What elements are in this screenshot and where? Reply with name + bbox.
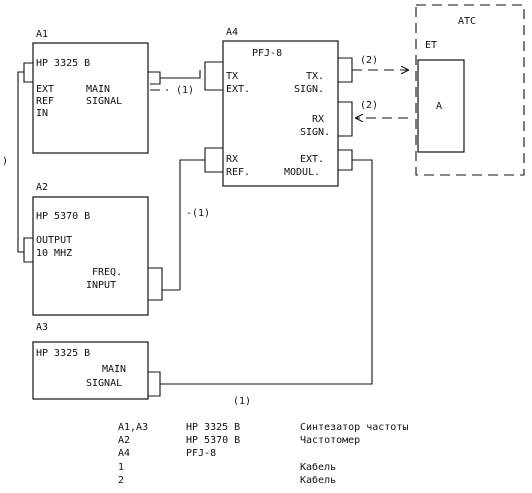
a3-signal-label: SIGNAL — [86, 378, 122, 389]
atc-box — [415, 4, 525, 176]
a4-ext-label: EXT. — [300, 154, 324, 165]
cable-label-a3-a4: (1) — [233, 396, 251, 407]
legend-key: A1,A3 — [118, 422, 148, 433]
a3-box — [32, 341, 149, 400]
a2-output-connector — [23, 237, 33, 263]
atc-inner-label: A — [436, 101, 442, 112]
a4-tx-sign-label: SIGN. — [294, 84, 324, 95]
legend-desc: Кабель — [300, 461, 336, 473]
legend-key: A4 — [118, 448, 130, 459]
atc-et-label: ET — [425, 40, 437, 51]
a3-signal-connector — [148, 371, 161, 397]
a3-main-label: MAIN — [102, 364, 126, 375]
a4-tx-ext-connector — [204, 61, 223, 91]
a4-box — [222, 40, 339, 187]
legend-key: 2 — [118, 475, 124, 486]
a2-id: A2 — [36, 182, 48, 193]
a4-rx-sign-label: SIGN. — [300, 127, 330, 138]
legend-model: HP 5370 B — [186, 435, 240, 446]
a1-model: HP 3325 B — [36, 58, 90, 69]
a4-tx-label: TX. — [306, 71, 324, 82]
a1-main-label: MAIN — [86, 84, 110, 95]
legend-model: HP 3325 B — [186, 422, 240, 433]
a2-a4-cable — [179, 159, 205, 290]
a1-a4-cable — [160, 70, 201, 79]
a4-modul-label: MODUL. — [284, 167, 320, 178]
legend-desc: Частотомер — [300, 435, 360, 446]
cable-label-atc-a4-rx: (2) — [360, 100, 378, 111]
a3-id: A3 — [36, 322, 48, 333]
a1-signal-connector — [148, 71, 161, 85]
a2-box — [32, 196, 149, 316]
legend-desc: Синтезатор частоты — [300, 422, 408, 433]
a1-port-ref: REF — [36, 96, 54, 107]
a4-rx-sign-connector — [338, 101, 353, 137]
a1-box — [32, 42, 149, 154]
a4-ext-modul-connector — [338, 149, 353, 171]
legend: A1,A3 HP 3325 B Синтезатор частоты A2 HP… — [118, 422, 408, 486]
a4-port-ext: EXT. — [226, 84, 250, 95]
a1-signal-label: SIGNAL — [86, 96, 122, 107]
a4-port-rx: RX — [226, 154, 238, 165]
a1-id: A1 — [36, 29, 48, 40]
a4-rx-ref-connector — [204, 147, 223, 173]
a1-port-in: IN — [36, 108, 48, 119]
a3-model: HP 3325 B — [36, 348, 90, 359]
cable-label-a1-a2: ) — [2, 156, 8, 167]
a2-freq-label: FREQ. — [92, 267, 122, 278]
a2-model: HP 5370 B — [36, 211, 90, 222]
a4-port-ref: REF. — [226, 167, 250, 178]
cable-label-a4-atc-tx: (2) — [360, 55, 378, 66]
a2-port-10mhz: 10 MHZ — [36, 248, 72, 259]
legend-key: 1 — [118, 462, 124, 473]
a4-tx-sign-connector — [338, 57, 353, 83]
a2-freq-input-connector — [148, 267, 163, 301]
atc-title: ATC — [458, 16, 476, 27]
a3-a4-cable — [160, 159, 373, 385]
a1-a2-cable — [17, 71, 24, 253]
a4-id: A4 — [226, 27, 238, 38]
cable-label-a1-a4: (1) — [176, 85, 194, 96]
a1-ref-connector — [23, 62, 33, 83]
atc-inner-box — [417, 59, 465, 153]
a4-model: PFJ-8 — [252, 48, 282, 59]
a2-port-output: OUTPUT — [36, 235, 72, 246]
cable-label-a2-a4: -(1) — [186, 208, 210, 219]
a2-input-label: INPUT — [86, 280, 116, 291]
a1-port-ext: EXT — [36, 84, 54, 95]
a4-port-tx: TX — [226, 71, 238, 82]
legend-model: PFJ-8 — [186, 448, 216, 459]
legend-desc: Кабель — [300, 474, 336, 486]
a4-rx-label: RX — [312, 114, 324, 125]
legend-key: A2 — [118, 435, 130, 446]
